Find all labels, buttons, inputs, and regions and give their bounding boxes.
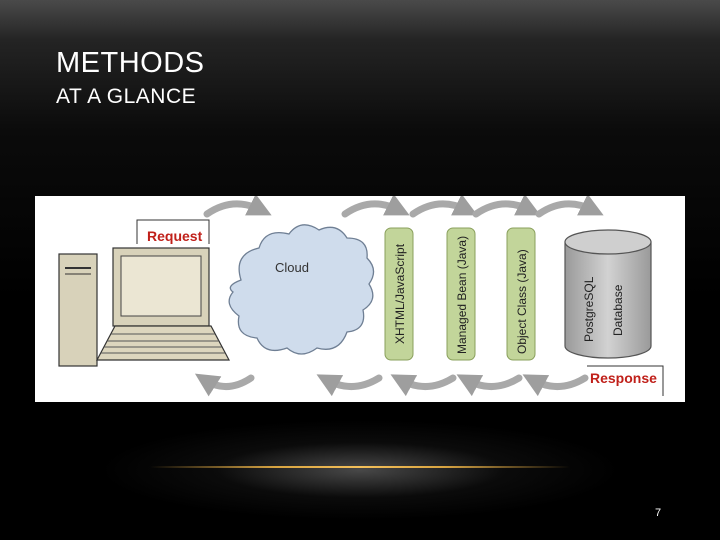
database-label-line2: Database: [611, 284, 625, 336]
slide-title: METHODS: [56, 47, 205, 79]
curved-arrow-icon: [522, 374, 589, 397]
layer-xhtml-javascript: XHTML/JavaScript: [384, 227, 414, 361]
cloud-label: Cloud: [275, 260, 309, 275]
layer-label: Object Class (Java): [515, 249, 529, 354]
curved-arrow-icon: [472, 196, 541, 218]
curved-arrow-icon: [535, 196, 604, 218]
layer-label: XHTML/JavaScript: [393, 243, 407, 344]
curved-arrow-icon: [390, 374, 457, 397]
curved-arrow-icon: [456, 374, 523, 397]
request-label-border: [136, 219, 210, 244]
curved-arrow-icon: [316, 374, 383, 397]
response-label: Response: [590, 370, 657, 386]
architecture-diagram: Request Cloud XHTML/JavaScript Managed B…: [35, 196, 685, 402]
response-label-border: [587, 365, 664, 396]
layer-object-class: Object Class (Java): [506, 227, 536, 361]
response-arrows: [194, 373, 589, 397]
computer-icon: [58, 247, 230, 367]
layer-managed-bean: Managed Bean (Java): [446, 227, 476, 361]
curved-arrow-icon: [194, 373, 255, 397]
curved-arrow-icon: [341, 196, 410, 218]
request-arrows: [203, 196, 604, 218]
layer-label: Managed Bean (Java): [455, 236, 469, 354]
curved-arrow-icon: [409, 196, 478, 218]
request-label: Request: [147, 228, 203, 244]
decorative-gold-line: [150, 466, 570, 468]
database-icon: PostgreSQL Database: [564, 229, 652, 359]
curved-arrow-icon: [203, 196, 272, 218]
slide-subtitle: AT A GLANCE: [56, 85, 197, 108]
database-label-line1: PostgreSQL: [582, 276, 596, 342]
cloud-icon: Cloud: [228, 224, 375, 355]
page-number: 7: [655, 507, 662, 519]
